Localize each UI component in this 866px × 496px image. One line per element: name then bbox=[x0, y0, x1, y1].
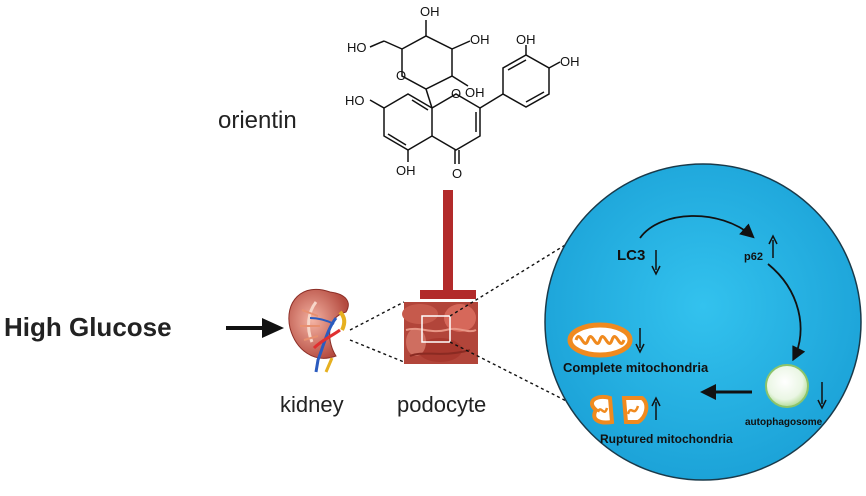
atom-oh-sugar-top: OH bbox=[420, 4, 440, 19]
lc3-down-arrow bbox=[651, 250, 661, 276]
organ-label: kidney bbox=[280, 392, 344, 417]
complete-mitochondrion bbox=[567, 322, 633, 358]
atom-ho-sugar-left: HO bbox=[347, 40, 367, 55]
mito-down-arrow bbox=[635, 328, 645, 354]
atom-o-sugar-ring: O bbox=[396, 68, 406, 83]
ruptured-mito-label: Ruptured mitochondria bbox=[600, 432, 733, 446]
kidney-zoom-lines bbox=[349, 301, 405, 363]
ruptured-mitochondrion bbox=[590, 395, 649, 425]
p62-up-arrow bbox=[768, 234, 778, 258]
orientin-atom-labels: OH HO OH OH O O HO OH O OH OH bbox=[345, 4, 580, 181]
stimulus-arrow bbox=[226, 318, 284, 338]
atom-oh-c5: OH bbox=[396, 163, 416, 178]
kidney-illustration bbox=[288, 288, 349, 373]
atom-oh-b-ring-right: OH bbox=[560, 54, 580, 69]
autophagosome-label: autophagosome bbox=[745, 417, 823, 428]
atom-o-carbonyl: O bbox=[452, 166, 462, 181]
autophagosome-down-arrow bbox=[817, 382, 827, 410]
p62-label: p62 bbox=[744, 251, 763, 263]
ruptured-up-arrow bbox=[651, 396, 661, 420]
autophagosome-vesicle bbox=[765, 364, 809, 408]
stimulus-label: High Glucose bbox=[4, 312, 172, 342]
podocyte-zoom-lines bbox=[449, 225, 597, 417]
orientin-structure bbox=[369, 20, 561, 164]
catechol-b-ring bbox=[502, 54, 550, 108]
complete-mito-label: Complete mitochondria bbox=[563, 360, 709, 375]
inhibition-symbol bbox=[420, 190, 476, 299]
lc3-label: LC3 bbox=[617, 247, 645, 264]
chromone-c-ring bbox=[431, 93, 481, 151]
degradation-arrow bbox=[700, 384, 752, 400]
glucose-ring bbox=[401, 35, 453, 90]
atom-oh-sugar-right: OH bbox=[470, 32, 490, 47]
atom-o-chromone-ring: O bbox=[451, 86, 461, 101]
atom-oh-b-ring-top: OH bbox=[516, 32, 536, 47]
cell-label: podocyte bbox=[397, 392, 486, 417]
chromone-a-ring bbox=[383, 93, 433, 151]
pathway-arrows bbox=[639, 215, 806, 362]
podocyte-micrograph bbox=[402, 302, 478, 364]
atom-oh-sugar-lower: OH bbox=[465, 85, 485, 100]
atom-ho-c7: HO bbox=[345, 93, 365, 108]
compound-name: orientin bbox=[218, 107, 297, 134]
